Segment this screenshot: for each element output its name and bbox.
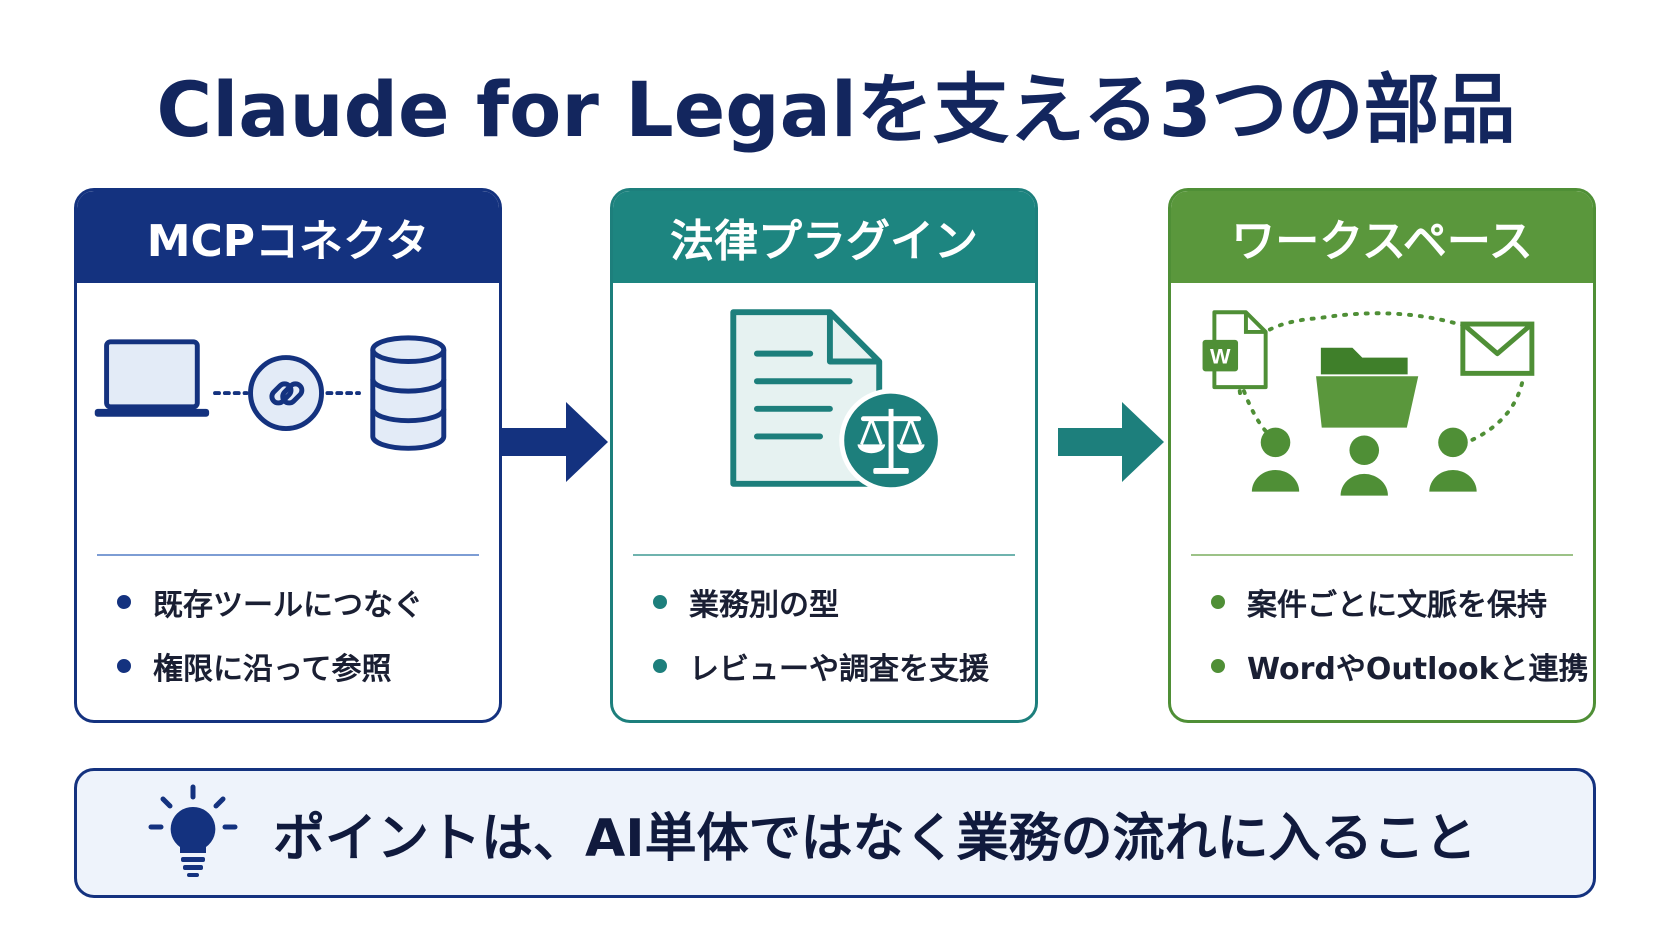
page-title: Claude for Legalを支える3つの部品: [156, 65, 1516, 154]
scales-of-justice-icon: [839, 388, 943, 493]
card-divider: [633, 554, 1015, 556]
mcp-illustration: [94, 335, 447, 451]
link-icon: [248, 355, 324, 432]
card-legal-plugin: 法律プラグイン: [610, 188, 1038, 723]
word-document-icon: W: [1202, 310, 1268, 390]
bullet-icon: [653, 659, 667, 673]
list-item: 案件ごとに文脈を保持: [1211, 586, 1589, 623]
card-heading: 法律プラグイン: [613, 191, 1035, 283]
list-item: レビューや調査を支援: [653, 650, 989, 687]
arrow-right-icon: [502, 402, 608, 482]
list-item: 権限に沿って参照: [117, 650, 423, 687]
key-point-box: ポイントは、AI単体ではなく業務の流れに入ること: [74, 768, 1596, 898]
list-item: 既存ツールにつなぐ: [117, 586, 423, 623]
workspace-illustration: W: [1202, 310, 1535, 496]
key-point-text: ポイントは、AI単体ではなく業務の流れに入ること: [273, 808, 1477, 869]
card-heading: MCPコネクタ: [77, 191, 499, 283]
bullet-icon: [117, 659, 131, 673]
database-icon: [370, 335, 447, 451]
point-list: 案件ごとに文脈を保持 WordやOutlookと連携: [1211, 586, 1589, 714]
card-workspace: ワークスペース W: [1168, 188, 1596, 723]
legal-plugin-illustration: [730, 309, 943, 493]
point-list: 業務別の型 レビューや調査を支援: [653, 586, 989, 714]
card-mcp-connector: MCPコネクタ 既存ツールにつなぐ 権限に沿って参照: [74, 188, 502, 723]
bullet-icon: [117, 595, 131, 609]
card-divider: [1191, 554, 1573, 556]
bullet-icon: [1211, 595, 1225, 609]
svg-text:W: W: [1210, 343, 1231, 368]
point-list: 既存ツールにつなぐ 権限に沿って参照: [117, 586, 423, 714]
list-item: 業務別の型: [653, 586, 989, 623]
list-item: WordやOutlookと連携: [1211, 650, 1589, 687]
arrow-right-icon: [1058, 402, 1164, 482]
card-divider: [97, 554, 479, 556]
people-icon: [1251, 427, 1477, 496]
bullet-icon: [653, 595, 667, 609]
lightbulb-icon: [148, 784, 238, 877]
card-heading: ワークスペース: [1171, 191, 1593, 283]
folder-icon: [1313, 347, 1421, 430]
bullet-icon: [1211, 659, 1225, 673]
laptop-icon: [94, 339, 210, 417]
mail-icon: [1460, 321, 1535, 376]
